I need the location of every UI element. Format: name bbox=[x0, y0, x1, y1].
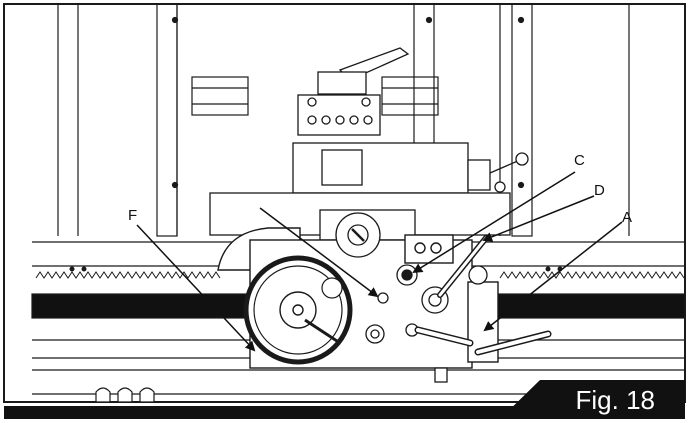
figure-badge bbox=[4, 380, 685, 419]
leader-unlabeled bbox=[259, 207, 379, 298]
outer-frame bbox=[3, 3, 686, 403]
leader-f bbox=[136, 224, 256, 352]
callout-a-label: A bbox=[622, 209, 633, 226]
leader-a bbox=[483, 221, 623, 332]
apron-controls bbox=[365, 235, 552, 383]
callout-d-label: D bbox=[594, 182, 605, 199]
callout-leaders bbox=[136, 171, 623, 352]
callout-c-label: C bbox=[574, 152, 585, 169]
chip-pan-bolts bbox=[95, 387, 155, 403]
leader-d bbox=[482, 195, 595, 242]
cross-feed-handwheel bbox=[335, 212, 381, 258]
leader-c bbox=[412, 171, 576, 274]
tool-post bbox=[292, 47, 529, 194]
callout-f-label: F bbox=[128, 207, 138, 224]
carriage-handwheel bbox=[243, 255, 353, 365]
figure-label: Fig. 18 bbox=[575, 385, 656, 415]
